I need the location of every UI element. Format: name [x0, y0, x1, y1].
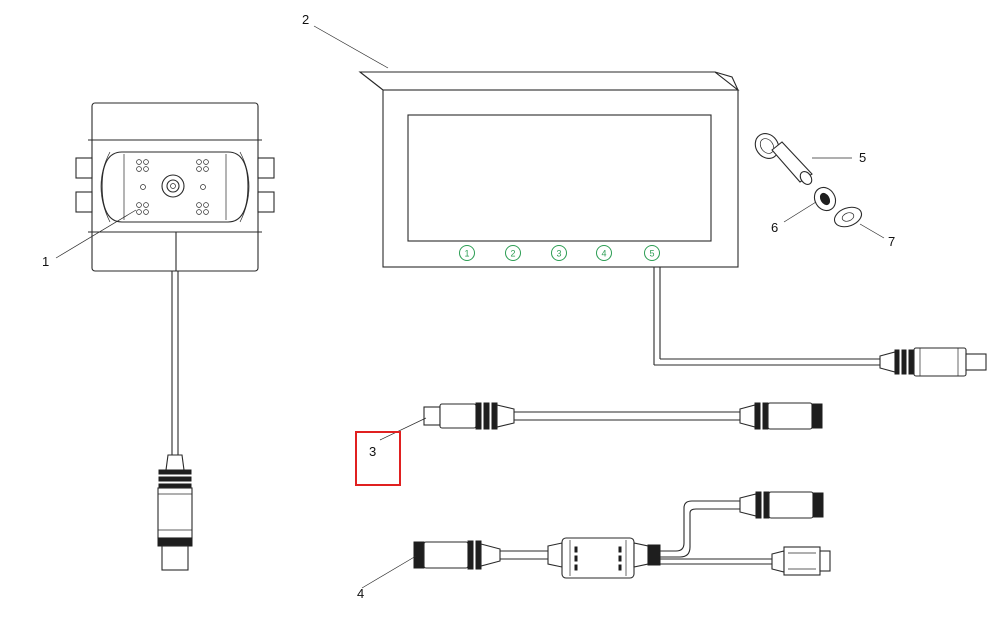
monitor-buttons: 1 2 3 4 5: [459, 245, 660, 261]
splitter-cable: [413, 491, 831, 579]
monitor-button-2[interactable]: 2: [505, 245, 521, 261]
monitor-button-3[interactable]: 3: [551, 245, 567, 261]
camera: [75, 102, 275, 571]
callout-7: 7: [888, 234, 895, 249]
monitor-button-5[interactable]: 5: [644, 245, 660, 261]
leader-lines: [55, 25, 885, 589]
mount-bolt: [754, 133, 813, 185]
washer-large: [833, 206, 863, 228]
extension-cable: [423, 402, 823, 430]
monitor-button-1-label: 1: [464, 249, 469, 259]
monitor-button-2-label: 2: [510, 249, 515, 259]
callout-3: 3: [369, 444, 376, 459]
callout-5: 5: [859, 150, 866, 165]
monitor: [358, 71, 987, 377]
monitor-button-1[interactable]: 1: [459, 245, 475, 261]
monitor-button-3-label: 3: [556, 249, 561, 259]
callout-4: 4: [357, 586, 364, 601]
monitor-button-4-label: 4: [601, 249, 606, 259]
monitor-button-4[interactable]: 4: [596, 245, 612, 261]
callout-3-highlight-box[interactable]: [355, 431, 401, 486]
washer-small: [813, 186, 837, 212]
callout-2: 2: [302, 12, 309, 27]
callout-6: 6: [771, 220, 778, 235]
monitor-button-5-label: 5: [649, 249, 654, 259]
callout-1: 1: [42, 254, 49, 269]
